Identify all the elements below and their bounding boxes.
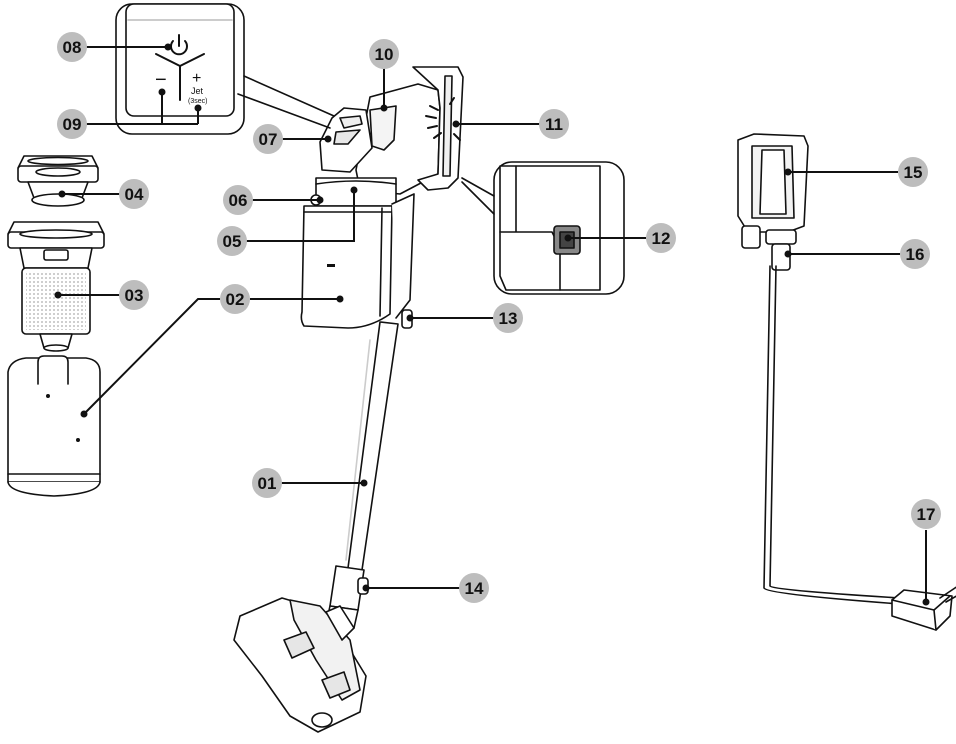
callout-13: 13 xyxy=(493,303,523,333)
control-panel-zoom xyxy=(115,3,335,135)
svg-text:01: 01 xyxy=(258,474,277,493)
leader-dots xyxy=(54,43,930,606)
callout-11: 11 xyxy=(539,109,569,139)
svg-text:13: 13 xyxy=(499,309,518,328)
jet-hint: (3sec) xyxy=(188,98,207,105)
callout-10: 10 xyxy=(369,39,399,69)
svg-text:10: 10 xyxy=(375,45,394,64)
callout-08: 08 xyxy=(57,32,87,62)
callout-09: 09 xyxy=(57,109,87,139)
callout-02: 02 xyxy=(220,284,250,314)
callout-17: 17 xyxy=(911,499,941,529)
callout-03: 03 xyxy=(119,280,149,310)
svg-text:12: 12 xyxy=(652,229,671,248)
callout-16: 16 xyxy=(900,239,930,269)
svg-text:08: 08 xyxy=(63,38,82,57)
leader-lines xyxy=(58,46,927,602)
svg-text:11: 11 xyxy=(545,115,563,134)
dust-bin-drawing xyxy=(7,355,101,497)
svg-text:17: 17 xyxy=(917,505,936,524)
svg-text:07: 07 xyxy=(259,130,278,149)
callout-07: 07 xyxy=(253,124,283,154)
svg-text:03: 03 xyxy=(125,286,144,305)
svg-text:04: 04 xyxy=(125,185,144,204)
svg-text:15: 15 xyxy=(904,163,923,182)
callout-12: 12 xyxy=(646,223,676,253)
vacuum-body-drawing xyxy=(233,66,464,733)
svg-text:02: 02 xyxy=(226,290,245,309)
port-detail-zoom xyxy=(461,161,625,295)
power-adapter-drawing xyxy=(891,586,956,631)
callout-01: 01 xyxy=(252,468,282,498)
cyclone-filter-drawing xyxy=(7,221,105,352)
plus-symbol: + xyxy=(192,70,201,87)
callout-15: 15 xyxy=(898,157,928,187)
callout-14: 14 xyxy=(459,573,489,603)
svg-text:09: 09 xyxy=(63,115,82,134)
power-icon xyxy=(170,34,188,56)
svg-text:05: 05 xyxy=(223,232,242,251)
callout-04: 04 xyxy=(119,179,149,209)
svg-text:16: 16 xyxy=(906,245,925,264)
jet-label: Jet xyxy=(191,86,204,96)
callout-05: 05 xyxy=(217,226,247,256)
svg-text:06: 06 xyxy=(229,191,248,210)
callout-06: 06 xyxy=(223,185,253,215)
svg-text:14: 14 xyxy=(465,579,484,598)
minus-symbol: − xyxy=(155,69,167,91)
charging-stand-drawing xyxy=(737,133,901,605)
filter-cap-drawing xyxy=(17,155,99,207)
led-indicator-marks xyxy=(425,97,461,141)
